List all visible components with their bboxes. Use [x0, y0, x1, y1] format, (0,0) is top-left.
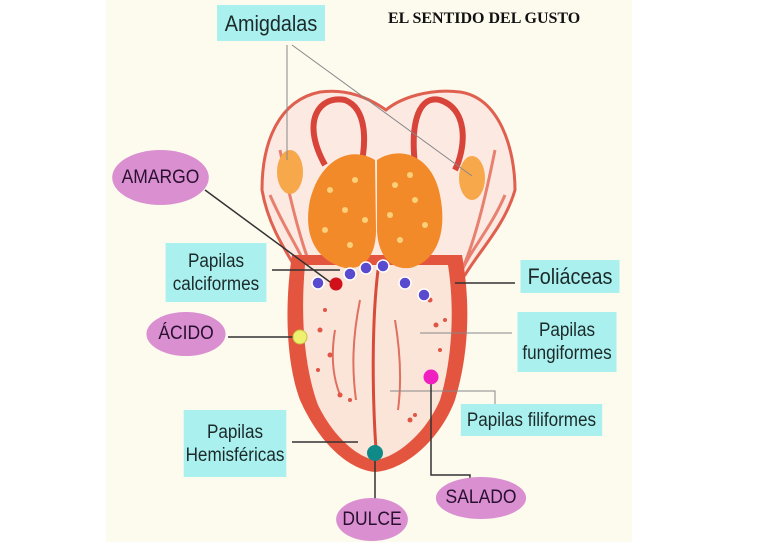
label-line: fungiformes	[522, 343, 612, 364]
label-line: Papilas	[206, 421, 264, 443]
right-tonsil	[459, 156, 485, 200]
label-foliaceas: Foliáceas	[520, 260, 620, 293]
taste-acido: ÁCIDO	[146, 312, 226, 356]
epiglottis-folds	[310, 96, 466, 172]
left-tonsil	[277, 150, 303, 194]
label-line: Papilas	[187, 250, 245, 272]
label-amigdalas: Amigdalas	[217, 5, 325, 41]
taste-salado: SALADO	[435, 477, 527, 519]
lingual-tonsil-right	[377, 153, 443, 269]
tonsil-texture	[322, 172, 428, 248]
label-line: Papilas	[538, 320, 596, 341]
acido-dot	[292, 329, 308, 345]
taste-amargo: AMARGO	[112, 150, 209, 205]
label-papilas-hemisfericas: Papilas Hemisféricas	[183, 410, 287, 477]
label-line: calciformes	[172, 273, 260, 295]
amargo-dot	[329, 277, 343, 291]
circumvallate-papillae	[311, 259, 431, 302]
taste-dulce: DULCE	[336, 498, 408, 541]
label-papilas-calciformes: Papilas calciformes	[165, 243, 267, 302]
label-papilas-fungiformes: Papilas fungiformes	[517, 312, 617, 372]
diagram-title: EL SENTIDO DEL GUSTO	[388, 10, 581, 27]
lingual-tonsil-left	[308, 154, 376, 269]
tongue-surface	[303, 265, 452, 460]
label-papilas-filiformes: Papilas filiformes	[460, 404, 603, 436]
label-line: Hemisféricas	[185, 444, 285, 466]
dulce-dot	[367, 445, 383, 461]
surface-ridges	[331, 299, 402, 411]
median-groove	[371, 269, 380, 451]
salado-dot	[423, 369, 439, 385]
fungiform-papillae	[316, 297, 447, 423]
root-muscle-lines	[268, 149, 507, 276]
